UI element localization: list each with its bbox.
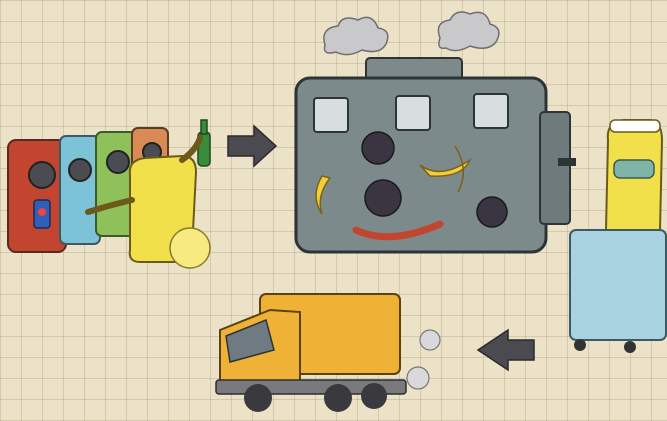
- recycling-bins: [8, 120, 210, 268]
- sterilization-machine: [296, 58, 576, 252]
- can-icon: [34, 200, 50, 228]
- exhaust-puffs: [407, 330, 440, 389]
- worker-with-cart: [570, 120, 666, 353]
- steam-clouds: [324, 12, 499, 55]
- arrow-right-icon: [228, 126, 276, 166]
- arrow-left-icon: [478, 330, 534, 370]
- garbage-truck-icon: [216, 294, 406, 412]
